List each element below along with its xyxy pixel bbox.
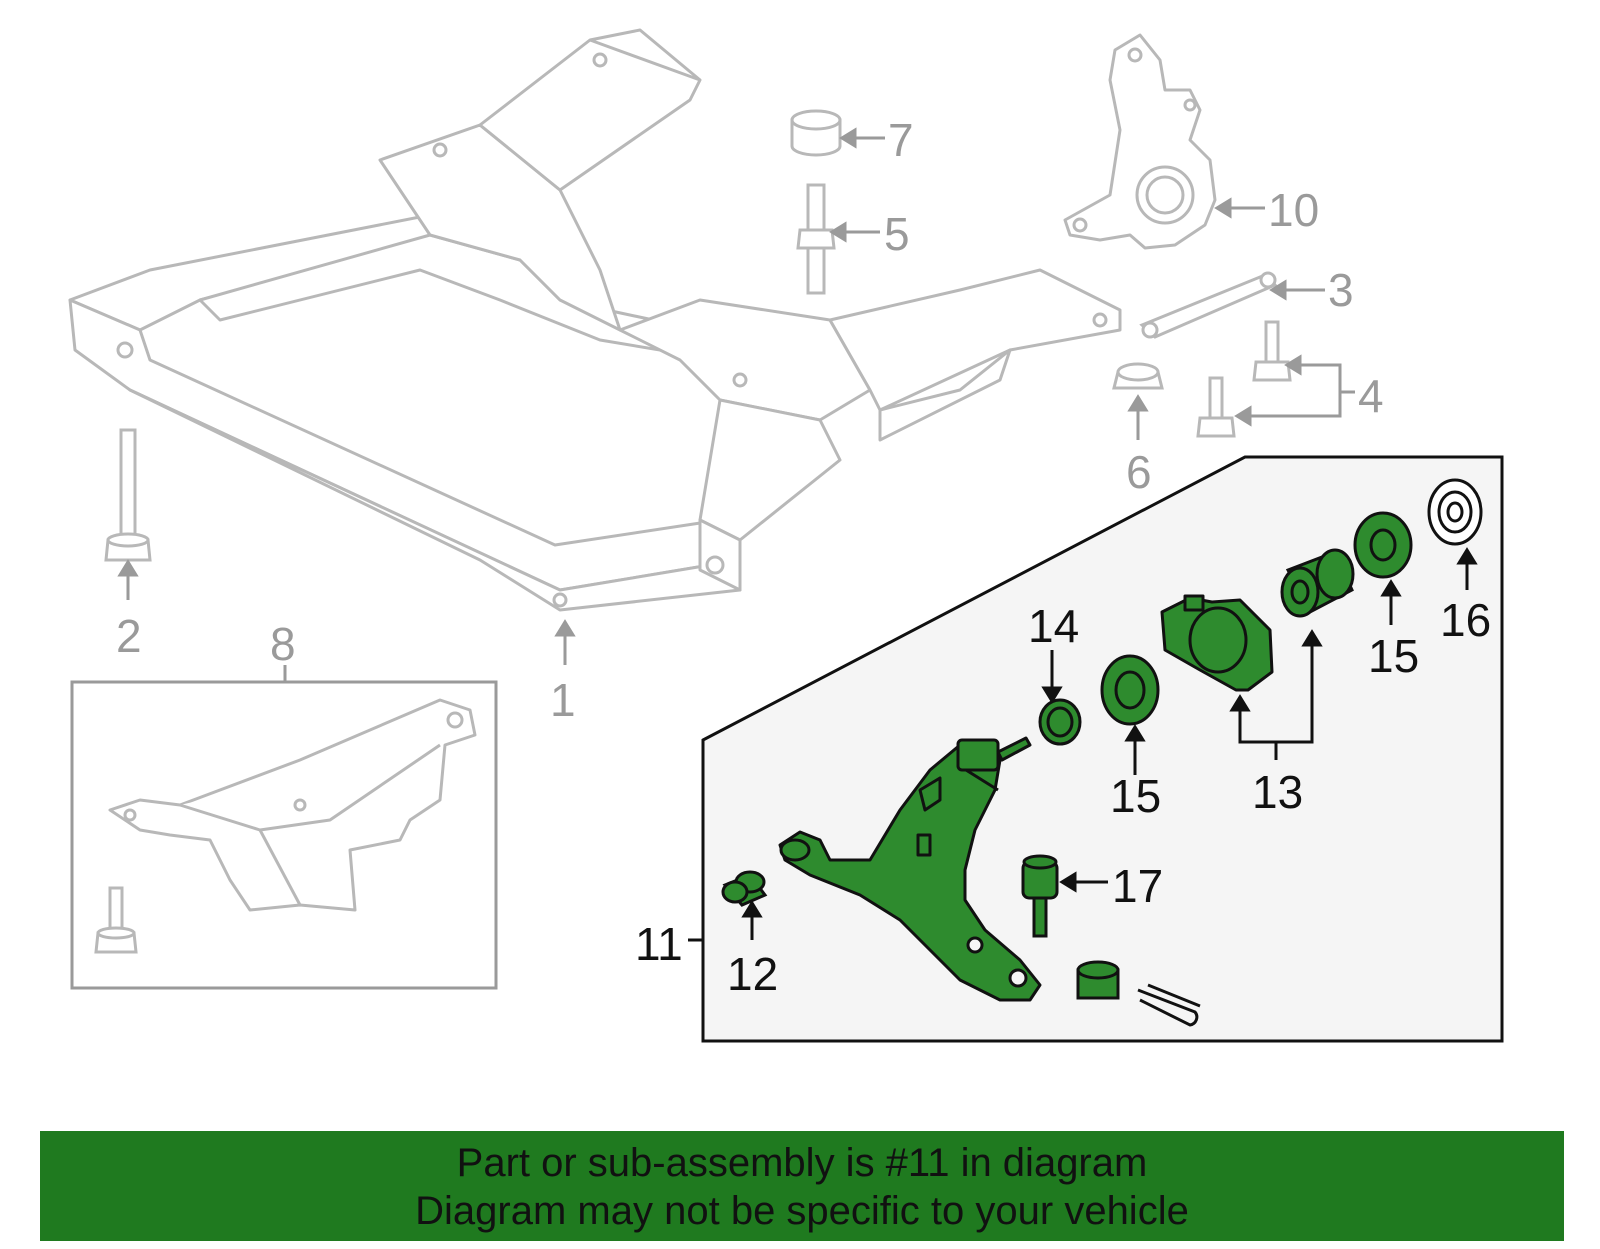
callout-12: 12 (727, 948, 778, 1000)
washer-14 (1038, 698, 1082, 746)
link-plate-3 (1139, 271, 1278, 339)
front-subframe (68, 28, 1122, 612)
callout-5: 5 (884, 208, 910, 260)
castle-nut (1076, 960, 1120, 1000)
bolts-4 (1196, 320, 1292, 438)
disc-15-right (1353, 511, 1413, 579)
callout-3: 3 (1328, 264, 1354, 316)
callout-6: 6 (1126, 446, 1152, 498)
callout-2: 2 (116, 610, 142, 662)
under-cover-8 (108, 698, 477, 912)
callout-10: 10 (1268, 184, 1319, 236)
stud-5 (796, 183, 836, 295)
callout-15-left: 15 (1110, 770, 1161, 822)
callout-11: 11 (635, 918, 683, 970)
lower-control-arm-11 (778, 736, 1042, 1002)
callout-7: 7 (888, 114, 914, 166)
callout-15-right: 15 (1368, 630, 1419, 682)
subframe-bolt-2 (104, 428, 152, 562)
cotter-pin (1137, 983, 1201, 1027)
callout-13: 13 (1252, 766, 1303, 818)
callout-16: 16 (1440, 594, 1491, 646)
callout-1: 1 (550, 674, 576, 726)
spacer-7 (790, 109, 842, 157)
bracket-13 (1160, 594, 1274, 692)
dark-leader-lines (688, 547, 1478, 942)
bushing-12 (721, 870, 768, 907)
disc-15-left (1100, 654, 1160, 726)
callout-8: 8 (270, 618, 296, 670)
banner-line-2: Diagram may not be specific to your vehi… (415, 1189, 1189, 1233)
callout-4: 4 (1358, 370, 1384, 422)
part-8-box (70, 680, 498, 990)
ball-joint-17 (1021, 854, 1059, 938)
banner-line-1: Part or sub-assembly is #11 in diagram (456, 1141, 1148, 1185)
callout-17: 17 (1112, 860, 1163, 912)
info-banner: Part or sub-assembly is #11 in diagram D… (40, 1131, 1564, 1241)
washer-16 (1427, 478, 1483, 546)
callout-14: 14 (1028, 600, 1079, 652)
steering-knuckle-10 (1063, 33, 1217, 250)
bolt-9 (94, 886, 138, 954)
bushing-13 (1280, 548, 1355, 618)
nut-6 (1112, 362, 1164, 390)
